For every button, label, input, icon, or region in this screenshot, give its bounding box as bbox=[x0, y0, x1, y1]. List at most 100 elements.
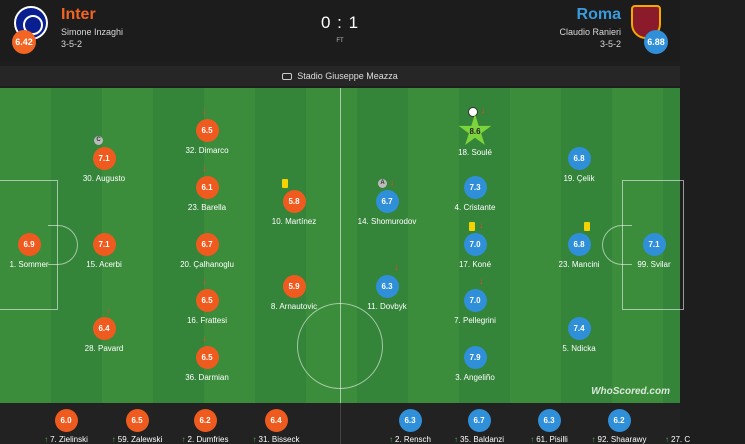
sub-zalewski[interactable]: 6.5 ↑59. Zalewski bbox=[92, 403, 182, 444]
away-team-rating: 6.88 bbox=[644, 30, 668, 54]
sub-off-icon: ↓ bbox=[479, 220, 484, 230]
away-formation: 3-5-2 bbox=[599, 39, 621, 49]
sub-on-icon: ↑ bbox=[388, 435, 393, 444]
player-name: 5. Ndicka bbox=[562, 344, 596, 353]
sub-rensch[interactable]: 6.3 ↑2. Rensch bbox=[365, 403, 455, 444]
player-name: 30. Augusto bbox=[82, 174, 126, 183]
player-rating: 7.0 bbox=[463, 289, 487, 312]
player-dovbyk[interactable]: ↓ 6.3 11. Dovbyk bbox=[337, 263, 437, 312]
away-team-name[interactable]: Roma bbox=[576, 6, 621, 23]
player-name: 20. Çalhanoglu bbox=[180, 260, 234, 269]
player-rating: 6.7 bbox=[195, 233, 219, 256]
away-coach: Claudio Ranieri bbox=[559, 27, 621, 37]
player-rating: 6.8 bbox=[567, 233, 591, 256]
player-rating: 5.9 bbox=[282, 275, 306, 298]
sub-off-icon: ↓ bbox=[390, 177, 395, 187]
player-arnautovic[interactable]: 5.9 8. Arnautovic bbox=[244, 275, 344, 311]
player-rating: 6.3 bbox=[537, 409, 561, 432]
player-sommer[interactable]: 6.9 1. Sommer bbox=[0, 233, 79, 269]
player-name: 3. Angeliño bbox=[455, 373, 495, 382]
player-name: 92. Shaarawy bbox=[597, 435, 647, 444]
player-name: 31. Bisseck bbox=[258, 435, 300, 444]
player-name: 16. Frattesi bbox=[186, 316, 227, 325]
player-rating: 6.2 bbox=[607, 409, 631, 432]
player-name: 14. Shomurodov bbox=[357, 217, 417, 226]
player-cristante[interactable]: 7.3 4. Cristante bbox=[425, 176, 525, 212]
player-rating: 6.9 bbox=[17, 233, 41, 256]
sub-off-icon: ↓ bbox=[106, 305, 111, 315]
player-rating: 6.4 bbox=[92, 317, 116, 340]
player-name: 7. Pellegrini bbox=[454, 316, 496, 325]
player-name: 7. Zielinski bbox=[50, 435, 88, 444]
player-name: 17. Koné bbox=[458, 260, 492, 269]
player-pellegrini[interactable]: ↓ 7.0 7. Pellegrini bbox=[425, 277, 525, 326]
player-darmian[interactable]: ↓ 6.5 36. Darmian bbox=[157, 334, 257, 383]
yellow-card-icon bbox=[469, 222, 475, 231]
player-shomurodov[interactable]: A ↓ 6.7 14. Shomurodov bbox=[337, 178, 437, 227]
sub-on-icon: ↑ bbox=[591, 435, 596, 444]
player-rating: 6.3 bbox=[375, 275, 399, 298]
sub-pisilli[interactable]: 6.3 ↑ 61. Pisilli bbox=[504, 403, 594, 444]
player-rating: 6.1 bbox=[195, 176, 219, 199]
player-soule[interactable]: ↓ 8.6 18. Soulé bbox=[425, 106, 525, 158]
sub-partial[interactable]: ↑27. C bbox=[655, 403, 745, 444]
player-frattesi[interactable]: ↓ 6.5 16. Frattesi bbox=[157, 277, 257, 326]
player-rating: 6.8 bbox=[567, 147, 591, 170]
player-name: 27. C bbox=[671, 435, 691, 444]
player-barella[interactable]: ↓ 6.1 23. Barella bbox=[157, 164, 257, 213]
home-formation: 3-5-2 bbox=[61, 39, 83, 49]
player-calhanoglu[interactable]: 6.7 20. Çalhanoglu bbox=[157, 233, 257, 269]
player-celik[interactable]: 6.8 19. Çelik bbox=[529, 147, 629, 183]
home-team-name[interactable]: Inter bbox=[61, 6, 96, 23]
sub-baldanzi[interactable]: 6.7 ↑35. Baldanzi bbox=[434, 403, 524, 444]
assist-icon: A bbox=[378, 179, 387, 188]
player-name: 59. Zalewski bbox=[117, 435, 163, 444]
away-penalty-arc bbox=[602, 225, 632, 265]
sub-on-icon: ↑ bbox=[44, 435, 49, 444]
player-martinez[interactable]: 5.8 10. Martínez bbox=[244, 179, 344, 226]
player-name: 2. Dumfries bbox=[187, 435, 229, 444]
player-name: 36. Darmian bbox=[185, 373, 229, 382]
player-name: 11. Dovbyk bbox=[367, 302, 407, 311]
player-name: 2. Rensch bbox=[394, 435, 432, 444]
sub-bisseck[interactable]: 6.4 ↑31. Bisseck bbox=[231, 403, 321, 444]
home-team-rating: 6.42 bbox=[12, 30, 36, 54]
player-rating: 7.0 bbox=[463, 233, 487, 256]
stadium-icon bbox=[282, 72, 293, 80]
player-rating: 6.0 bbox=[54, 409, 78, 432]
subs-divider bbox=[340, 403, 341, 444]
player-augusto[interactable]: C 7.1 30. Augusto bbox=[54, 136, 154, 183]
match-lineup-view: 6.42 Inter Simone Inzaghi 3-5-2 0 : 1 FT… bbox=[0, 0, 691, 444]
sub-zielinski[interactable]: 6.0 ↑7. Zielinski bbox=[21, 403, 111, 444]
sub-off-icon: ↓ bbox=[202, 163, 207, 173]
sub-on-icon: ↑ bbox=[453, 435, 458, 444]
player-acerbi[interactable]: 7.1 15. Acerbi bbox=[54, 233, 154, 269]
sub-off-icon: ↓ bbox=[202, 276, 207, 286]
player-mancini[interactable]: 6.8 23. Mancini bbox=[529, 222, 629, 269]
sub-on-icon: ↑ bbox=[252, 435, 257, 444]
player-name: 32. Dimarco bbox=[185, 146, 229, 155]
player-svilar[interactable]: 7.1 99. Svilar bbox=[604, 233, 704, 269]
player-name: 99. Svilar bbox=[637, 260, 671, 269]
player-rating: 5.8 bbox=[282, 190, 306, 213]
substitutes-bar: 6.0 ↑7. Zielinski 6.5 ↑59. Zalewski 6.2 … bbox=[0, 403, 690, 444]
player-name: 1. Sommer bbox=[9, 260, 49, 269]
player-kone[interactable]: ↓ 7.0 17. Koné bbox=[425, 221, 525, 270]
match-header: 6.42 Inter Simone Inzaghi 3-5-2 0 : 1 FT… bbox=[0, 0, 680, 62]
player-rating: 6.7 bbox=[375, 190, 399, 213]
player-ndicka[interactable]: 7.4 5. Ndicka bbox=[529, 317, 629, 353]
sub-dumfries[interactable]: 6.2 ↑2. Dumfries bbox=[160, 403, 250, 444]
player-name: 61. Pisilli bbox=[536, 435, 568, 444]
sub-off-icon: ↓ bbox=[202, 333, 207, 343]
match-status: FT bbox=[336, 38, 344, 44]
stadium-name: Stadio Giuseppe Meazza bbox=[297, 71, 398, 81]
yellow-card-icon bbox=[282, 179, 288, 188]
player-angelino[interactable]: 7.9 3. Angeliño bbox=[425, 346, 525, 382]
sub-shaarawy[interactable]: 6.2 ↑92. Shaarawy bbox=[574, 403, 664, 444]
sub-off-icon: ↓ bbox=[481, 105, 486, 115]
player-dimarco[interactable]: ↓ 6.5 32. Dimarco bbox=[157, 107, 257, 156]
player-rating: 6.4 bbox=[264, 409, 288, 432]
player-pavard[interactable]: ↓ 6.4 28. Pavard bbox=[54, 306, 154, 354]
player-name: 4. Cristante bbox=[454, 203, 496, 212]
player-rating: 6.5 bbox=[195, 346, 219, 369]
